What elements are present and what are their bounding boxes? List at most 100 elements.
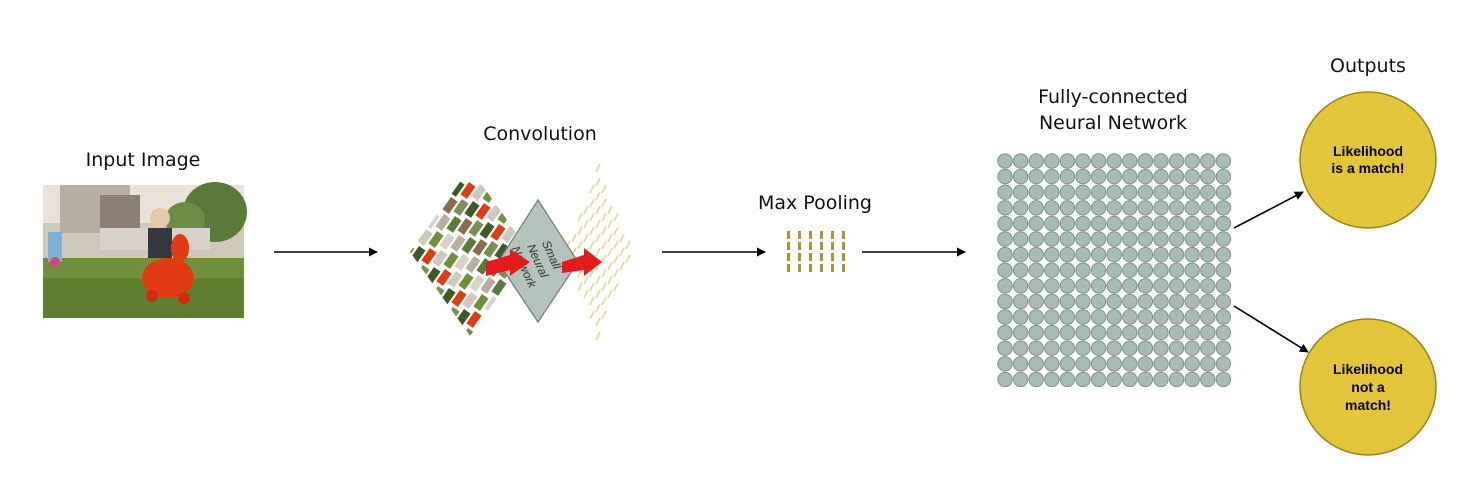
fc-node — [1137, 324, 1154, 341]
fc-node — [997, 309, 1013, 325]
fc-node — [1012, 278, 1029, 294]
conv-out-dash — [619, 261, 625, 271]
output-node-match: Likelihood is a match! — [1299, 91, 1437, 229]
pool-segment — [798, 264, 801, 272]
fc-node — [1122, 309, 1138, 325]
output-node-no-match: Likelihood not a match! — [1299, 318, 1437, 456]
fc-node — [1200, 356, 1216, 372]
fc-node — [1215, 153, 1232, 169]
fc-node — [1153, 371, 1169, 388]
fc-node — [997, 262, 1013, 278]
fc-node — [1028, 340, 1044, 356]
conv-out-dash — [601, 268, 607, 278]
conv-out-dash — [607, 233, 613, 243]
conv-out-dash — [583, 233, 589, 243]
input-photo — [43, 182, 247, 318]
fc-node — [1106, 246, 1122, 263]
fc-node — [1200, 231, 1216, 247]
conv-tile — [490, 224, 506, 241]
conv-out-dash — [601, 184, 607, 194]
fc-node — [1122, 153, 1138, 169]
fc-node — [1059, 309, 1076, 325]
conv-tile — [470, 330, 486, 336]
fc-node — [1122, 168, 1138, 185]
conv-tile — [486, 204, 502, 222]
fc-node — [1122, 371, 1138, 388]
conv-out-dash — [595, 163, 601, 173]
fc-node — [1137, 371, 1154, 388]
conv-tile — [443, 252, 459, 269]
fc-node — [1168, 371, 1185, 388]
conv-out-dash — [625, 254, 631, 264]
fc-node — [997, 153, 1013, 169]
outputs-label: Outputs — [1330, 55, 1406, 77]
conv-tile — [448, 326, 464, 336]
fc-node — [1122, 262, 1138, 278]
conv-out-dash — [583, 275, 589, 285]
conv-out-dash — [607, 261, 613, 271]
fc-node — [1028, 278, 1044, 294]
conv-tile — [410, 225, 411, 242]
fc-node — [1090, 309, 1107, 325]
conv-tile — [410, 172, 421, 189]
conv-out-dash — [571, 233, 577, 243]
fc-node — [1028, 153, 1044, 169]
fc-node-grid — [997, 153, 1232, 388]
conv-out-dash — [607, 275, 613, 285]
fc-node — [1153, 293, 1169, 310]
conv-tile — [413, 210, 429, 227]
fc-node — [1044, 200, 1060, 216]
fc-node — [1137, 356, 1154, 372]
conv-tile — [410, 263, 419, 280]
conv-out-dash — [619, 247, 625, 257]
fc-node — [1044, 246, 1060, 263]
fc-node — [997, 356, 1013, 372]
conv-tile — [510, 319, 526, 336]
fc-node — [1028, 184, 1044, 200]
conv-out-dash — [583, 205, 589, 215]
fc-node — [1153, 184, 1169, 200]
conv-tile — [514, 338, 529, 355]
fc-node — [1044, 231, 1060, 247]
fc-node — [1153, 356, 1169, 372]
fc-node — [1184, 262, 1200, 278]
conv-tile — [437, 324, 453, 336]
pool-segment — [842, 242, 845, 250]
fc-node — [997, 371, 1013, 388]
fc-node — [1106, 324, 1122, 341]
fc-node — [1075, 293, 1091, 310]
fc-node — [1153, 309, 1169, 325]
fc-node — [1075, 215, 1091, 232]
fc-node — [1215, 324, 1232, 341]
fc-node — [1090, 231, 1107, 247]
conv-tile — [411, 301, 427, 318]
output-nomatch-line2: not a — [1351, 379, 1385, 395]
fc-node — [997, 278, 1013, 294]
fc-node — [1090, 246, 1107, 263]
fc-node — [1200, 200, 1216, 216]
conv-out-dash — [601, 254, 607, 264]
fc-node — [1012, 340, 1029, 356]
fc-node — [1059, 153, 1076, 169]
conv-tile — [483, 241, 499, 258]
fc-node — [1044, 293, 1060, 310]
pool-segment — [809, 264, 812, 272]
fc-node — [1168, 278, 1185, 294]
fc-node — [1215, 262, 1232, 278]
conv-tile — [504, 190, 520, 207]
fc-node — [1137, 262, 1154, 278]
pool-segment — [787, 264, 790, 272]
fc-node — [1184, 184, 1200, 200]
conv-tile — [426, 322, 442, 336]
fc-node — [997, 184, 1013, 200]
fc-node — [1168, 168, 1185, 185]
fc-node — [1012, 309, 1029, 325]
fc-node — [1075, 309, 1091, 325]
conv-tile — [472, 239, 488, 256]
fc-node — [1059, 340, 1076, 356]
fc-node — [1215, 278, 1232, 294]
conv-out-dash — [595, 303, 601, 313]
pool-segment — [787, 253, 790, 261]
fc-node — [1184, 309, 1200, 325]
conv-out-dash — [601, 212, 607, 222]
